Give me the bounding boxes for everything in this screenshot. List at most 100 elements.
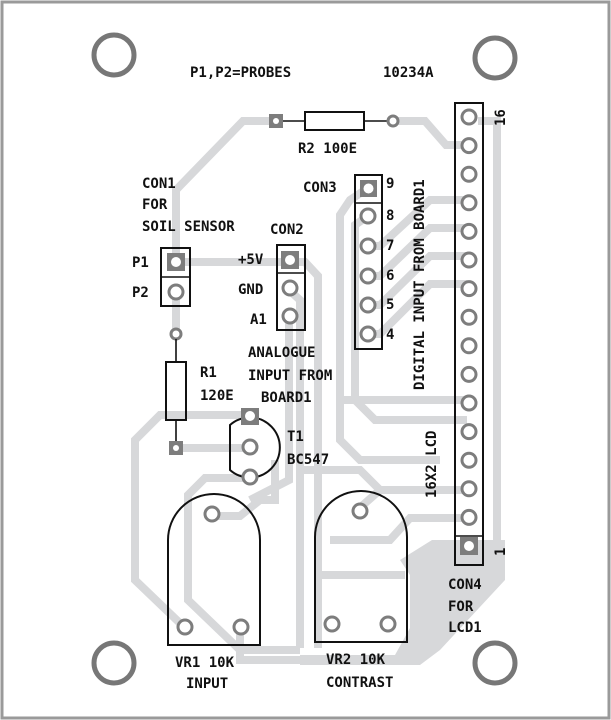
con3-caption: DIGITAL INPUT FROM BOARD1 bbox=[412, 179, 428, 390]
con2-pin-5v: +5V bbox=[238, 252, 264, 268]
con2-pad-gnd bbox=[281, 279, 299, 297]
resistor-r2: R2 100E bbox=[269, 111, 400, 157]
vr2-pad-left bbox=[323, 615, 341, 633]
transistor-t1: T1 BC547 bbox=[229, 408, 329, 486]
con1-pin-p2: P2 bbox=[132, 285, 149, 301]
con3-pin-4: 4 bbox=[386, 327, 394, 343]
con3-pin-5: 5 bbox=[386, 297, 394, 313]
con4-pad-6 bbox=[460, 394, 478, 412]
con3-pad-4 bbox=[359, 325, 377, 343]
con1-pad-p1-hole bbox=[171, 257, 181, 267]
con1-label-line3: SOIL SENSOR bbox=[142, 219, 235, 235]
con2-caption-line2: INPUT FROM bbox=[248, 368, 332, 384]
con4-pad-group bbox=[460, 108, 478, 555]
con2-caption-line1: ANALOGUE bbox=[248, 345, 315, 361]
mounting-hole-bottom-left bbox=[91, 640, 137, 686]
con2-outline bbox=[276, 244, 306, 331]
con4-pad-9 bbox=[460, 308, 478, 326]
vr2-pad-right bbox=[379, 615, 397, 633]
t1-pad-emitter bbox=[241, 468, 259, 486]
con2-pad-5v-hole bbox=[285, 255, 295, 265]
con4-pad-7 bbox=[460, 365, 478, 383]
r2-label: R2 100E bbox=[298, 141, 357, 157]
con2-caption-line3: BOARD1 bbox=[261, 390, 312, 406]
t1-value: BC547 bbox=[287, 452, 329, 468]
connector-con2: CON2 +5V GND A1 ANALOGUE INPUT FROM BOAR… bbox=[238, 222, 332, 406]
r1-pad-2-hole bbox=[173, 445, 179, 451]
connector-con4: 16 1 16X2 LCD CON4 FOR LCD1 bbox=[424, 102, 509, 636]
con4-pad-14 bbox=[460, 165, 478, 183]
con2-ref: CON2 bbox=[270, 222, 304, 238]
r2-pad-1-hole bbox=[273, 118, 279, 124]
r1-pad-1 bbox=[169, 327, 183, 341]
con3-pad-5 bbox=[359, 296, 377, 314]
connector-con1: CON1 FOR SOIL SENSOR P1 P2 bbox=[132, 176, 235, 307]
con3-pin-6: 6 bbox=[386, 268, 394, 284]
con4-pad-5 bbox=[460, 423, 478, 441]
vr1-pad-wiper bbox=[203, 505, 221, 523]
con3-pad-9-hole bbox=[363, 183, 374, 194]
mounting-hole-bottom-right bbox=[472, 640, 518, 686]
con4-pad-11 bbox=[460, 251, 478, 269]
con4-pad-12 bbox=[460, 222, 478, 240]
con4-label-line1: CON4 bbox=[448, 577, 482, 593]
trace bbox=[212, 460, 279, 520]
r1-ref: R1 bbox=[200, 365, 217, 381]
vr1-pad-left bbox=[176, 618, 194, 636]
con1-label-line1: CON1 bbox=[142, 176, 176, 192]
mounting-hole-top-left bbox=[91, 32, 137, 78]
con4-pad-15 bbox=[460, 137, 478, 155]
con3-pad-6 bbox=[359, 267, 377, 285]
con3-pin-9: 9 bbox=[386, 176, 394, 192]
trace bbox=[172, 117, 276, 262]
ground-pour bbox=[300, 540, 505, 665]
con4-pad-2 bbox=[460, 508, 478, 526]
vr1-body bbox=[167, 493, 261, 646]
con4-pad-16 bbox=[460, 108, 478, 126]
trace bbox=[478, 117, 501, 540]
con4-pad-1-hole bbox=[464, 541, 474, 551]
con3-pad-8 bbox=[359, 207, 377, 225]
trace bbox=[330, 514, 467, 544]
con1-pad-p2 bbox=[167, 283, 185, 301]
vr1-label-line2: INPUT bbox=[186, 676, 228, 692]
con4-pin-1: 1 bbox=[493, 548, 509, 556]
con4-label-line2: FOR bbox=[448, 599, 474, 615]
con4-pad-13 bbox=[460, 194, 478, 212]
con3-pin-8: 8 bbox=[386, 208, 394, 224]
con2-pad-a1 bbox=[281, 307, 299, 325]
board-title: P1,P2=PROBES bbox=[190, 65, 291, 81]
mounting-hole-top-right bbox=[472, 35, 518, 81]
potentiometer-vr2: VR2 10K CONTRAST bbox=[314, 490, 408, 691]
con4-pin-16: 16 bbox=[493, 109, 509, 126]
resistor-r1: R1 120E bbox=[165, 327, 234, 455]
con4-pad-8 bbox=[460, 337, 478, 355]
part-number: 10234A bbox=[383, 65, 434, 81]
potentiometer-vr1: VR1 10K INPUT bbox=[167, 493, 261, 692]
r1-value: 120E bbox=[200, 388, 234, 404]
t1-pad-base bbox=[241, 438, 259, 456]
vr1-label-line1: VR1 10K bbox=[175, 655, 235, 671]
con3-ref: CON3 bbox=[303, 180, 337, 196]
con2-pin-a1: A1 bbox=[250, 312, 267, 328]
vr2-body bbox=[314, 490, 408, 643]
con4-pad-3 bbox=[460, 480, 478, 498]
vr2-pad-wiper bbox=[351, 502, 369, 520]
connector-con3: CON3 9 8 7 6 5 4 DIGITAL INPUT FROM BOAR… bbox=[303, 174, 428, 390]
con1-pin-p1: P1 bbox=[132, 255, 149, 271]
trace bbox=[336, 184, 440, 464]
con4-caption: 16X2 LCD bbox=[424, 431, 440, 498]
trace bbox=[300, 466, 467, 494]
con4-outline bbox=[454, 102, 484, 566]
con3-pin-7: 7 bbox=[386, 238, 394, 254]
con4-label-line3: LCD1 bbox=[448, 620, 482, 636]
trace bbox=[248, 318, 293, 504]
r2-pad-2 bbox=[386, 114, 400, 128]
con3-outline bbox=[354, 174, 383, 350]
con1-label-line2: FOR bbox=[142, 197, 168, 213]
con3-pad-7 bbox=[359, 237, 377, 255]
con4-pad-4 bbox=[460, 451, 478, 469]
con4-pad-10 bbox=[460, 280, 478, 298]
trace bbox=[393, 117, 467, 149]
